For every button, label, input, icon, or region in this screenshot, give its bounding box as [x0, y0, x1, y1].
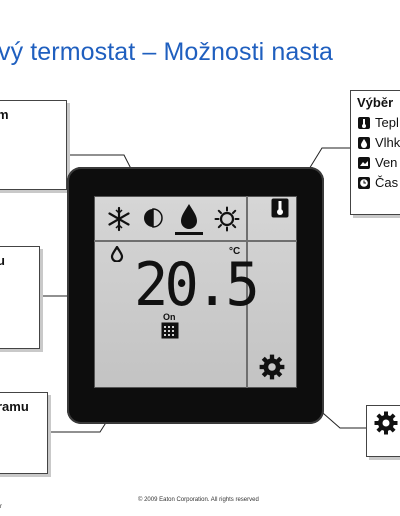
legend-label-time: Čas — [375, 175, 399, 190]
legend-label-humidity: Vlhk — [375, 135, 400, 150]
sun-icon[interactable] — [214, 206, 240, 232]
legend-label-outdoor: Ven — [375, 155, 398, 170]
small-drop-icon — [110, 246, 124, 262]
legend-row-humidity: Vlhk — [357, 135, 400, 150]
screen-divider-horizontal — [94, 240, 297, 242]
lcd-screen — [94, 196, 297, 388]
callout-box-temperature: u — [0, 246, 40, 349]
legend-row-outdoor: Ven — [357, 155, 400, 170]
temperature-readout: 20.5 — [134, 250, 260, 320]
callout-box-mode: m — [0, 100, 67, 190]
clock-icon — [358, 176, 370, 189]
half-moon-icon[interactable] — [141, 206, 165, 230]
water-drop-icon — [358, 136, 370, 149]
gear-icon[interactable] — [258, 353, 286, 381]
thermometer-icon[interactable] — [271, 198, 289, 218]
calendar-icon[interactable] — [161, 322, 179, 339]
gear-icon — [374, 411, 398, 435]
legend-row-time: Čas — [357, 175, 400, 190]
copyright-footer: © 2009 Eaton Corporation. All rights res… — [138, 497, 259, 503]
outdoor-icon — [358, 156, 370, 169]
callout-text-mode: m — [0, 107, 9, 122]
callout-text-temperature: u — [0, 253, 5, 268]
legend-row-temperature: Tepl — [357, 115, 400, 130]
screen-divider-vertical — [246, 196, 248, 388]
thermometer-icon — [358, 116, 370, 129]
droplet-icon[interactable] — [174, 202, 204, 236]
callout-box-settings — [366, 405, 400, 457]
footer-mark: r — [0, 504, 2, 510]
snowflake-icon[interactable] — [106, 206, 132, 232]
selection-heading: Výběr — [357, 95, 394, 110]
temperature-unit: °C — [229, 246, 241, 257]
program-on-label: On — [163, 312, 176, 322]
callout-text-program: ramu — [0, 399, 29, 414]
page-title: vý termostat – Možnosti nasta — [0, 38, 333, 66]
legend-label-temperature: Tepl — [375, 115, 399, 130]
callout-box-selection: Výběr Tepl Vlhk Ven Čas — [350, 90, 400, 215]
callout-box-program: ramu — [0, 392, 48, 474]
